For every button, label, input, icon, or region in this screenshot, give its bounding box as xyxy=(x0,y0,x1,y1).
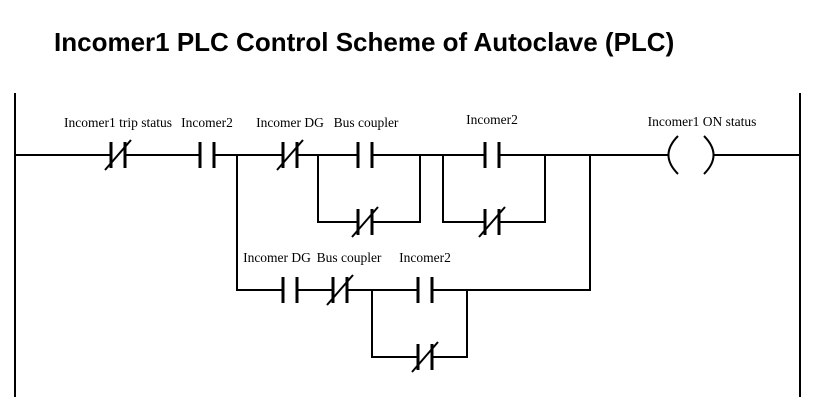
contact-label-bus-coupler: Bus coupler xyxy=(333,115,399,130)
nc-contact-incomer1-trip-status-icon xyxy=(104,139,132,171)
nc-contact-incomer-dg-icon xyxy=(276,139,304,171)
no-contact-bus-coupler-icon xyxy=(356,142,374,168)
no-contact-incomer2-branch-icon xyxy=(416,277,434,303)
contact-label-incomer2: Incomer2 xyxy=(181,115,233,130)
parallel-branch-bus-coupler xyxy=(317,155,421,238)
branch-rung-wire xyxy=(236,155,591,291)
no-contact-incomer2-main-icon xyxy=(483,142,501,168)
parallel-branch-incomer2-branch xyxy=(371,290,468,373)
contact-label-incomer-dg: Incomer DG xyxy=(256,115,324,130)
no-contact-incomer-dg-branch-icon xyxy=(281,277,299,303)
coil-label-incomer1-on-status: Incomer1 ON status xyxy=(647,114,757,129)
branch-contact-label-bus-coupler: Bus coupler xyxy=(316,250,382,265)
no-contact-incomer2-icon xyxy=(198,142,216,168)
branch-contact-label-incomer2: Incomer2 xyxy=(399,250,451,265)
power-rails xyxy=(14,93,801,397)
page-title: Incomer1 PLC Control Scheme of Autoclave… xyxy=(54,27,675,57)
branch-contact-label-incomer-dg: Incomer DG xyxy=(243,250,311,265)
contact-label-incomer2-parallel-group: Incomer2 xyxy=(466,112,518,127)
nc-contact-bus-coupler-branch-icon xyxy=(326,274,354,306)
parallel-branch-incomer2 xyxy=(442,155,546,238)
output-coil-incomer1-on-status-icon xyxy=(667,135,715,175)
contact-label-incomer1-trip-status: Incomer1 trip status xyxy=(64,115,172,130)
